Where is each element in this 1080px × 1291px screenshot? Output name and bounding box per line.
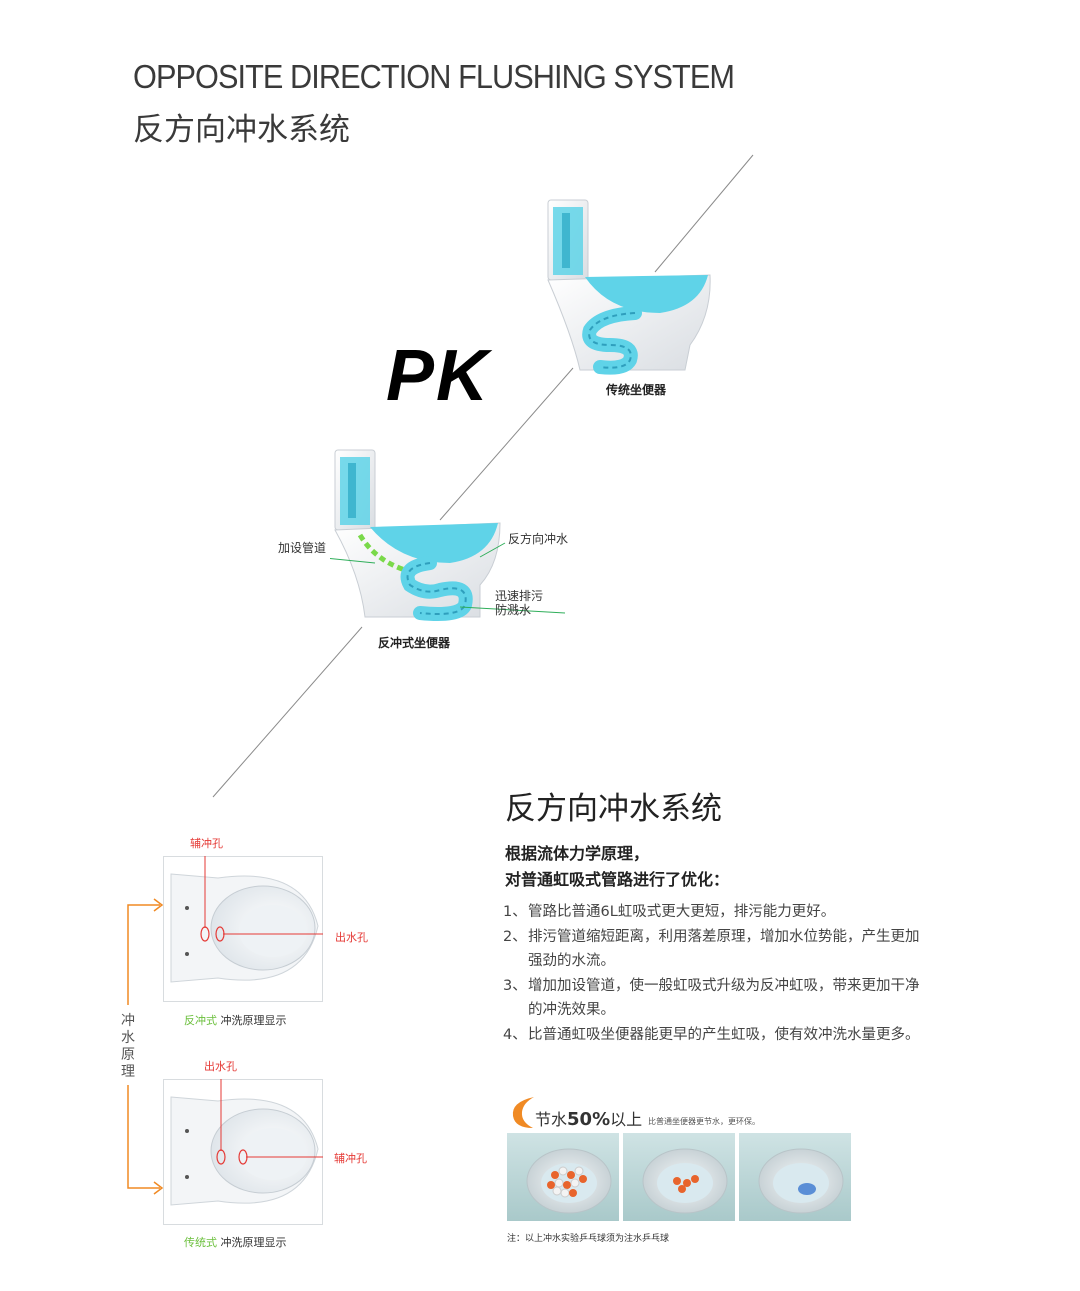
bottom-caption-type: 传统式 [184,1236,217,1249]
test-photo-2 [623,1133,735,1221]
feature-list: 1、管路比普通6L虹吸式更大更短，排污能力更好。 2、排污管道缩短距离，利用落差… [503,900,923,1047]
title-chinese: 反方向冲水系统 [133,112,350,148]
pk-label: PK [386,336,491,416]
label-added-pipe: 加设管道 [278,541,327,555]
top-label-aux-hole: 辅冲孔 [190,837,223,850]
list-item-text: 比普通虹吸坐便器能更早的产生虹吸，使有效冲洗水量更多。 [528,1026,920,1043]
list-item: 1、管路比普通6L虹吸式更大更短，排污能力更好。 [503,900,923,925]
top-panel-caption: 反冲式 冲洗原理显示 [184,1012,287,1028]
list-item: 3、增加加设管道，使一般虹吸式升级为反冲虹吸，带来更加干净的冲洗效果。 [503,974,923,1023]
label-anti-splash: 防溅水 [495,603,532,617]
savings-headline: 节水50%以上 [535,1106,642,1130]
list-item-text: 管路比普通6L虹吸式更大更短，排污能力更好。 [528,904,836,920]
list-item: 4、比普通虹吸坐便器能更早的产生虹吸，使有效冲洗水量更多。 [503,1023,923,1048]
savings-subtitle: 比普通坐便器更节水，更环保。 [648,1117,760,1126]
backflush-toilet-illustration [330,449,566,621]
traditional-top-view [163,1079,323,1225]
intro-line-1: 根据流体力学原理， [505,844,650,863]
savings-percent: 50% [567,1109,611,1130]
section-intro: 根据流体力学原理， 对普通虹吸式管路进行了优化： [505,841,729,893]
list-item-num: 1、 [503,904,527,920]
savings-prefix: 节水 [535,1110,568,1129]
flush-test-photos [507,1133,851,1221]
list-item-num: 3、 [503,977,527,994]
label-fast-drain: 迅速排污 [495,589,544,603]
list-item-num: 2、 [503,928,527,945]
water-drop-swoosh-icon [512,1097,534,1128]
bottom-caption-rest: 冲洗原理显示 [220,1236,287,1249]
list-item-text: 增加加设管道，使一般虹吸式升级为反冲虹吸，带来更加干净的冲洗效果。 [528,977,920,1019]
savings-suffix: 以上 [610,1110,643,1129]
traditional-caption: 传统坐便器 [606,383,667,397]
list-item-num: 4、 [503,1026,527,1043]
bottom-label-aux-hole: 辅冲孔 [334,1152,367,1165]
backflush-caption: 反冲式坐便器 [378,636,451,650]
section-title: 反方向冲水系统 [505,791,722,827]
test-photo-3 [739,1133,851,1221]
principle-vertical-label: 冲水原理 [121,1013,135,1080]
test-photo-1 [507,1133,619,1221]
bottom-panel-caption: 传统式 冲洗原理显示 [184,1234,287,1250]
list-item: 2、排污管道缩短距离，利用落差原理，增加水位势能，产生更加强劲的水流。 [503,925,923,974]
top-label-outlet-hole: 出水孔 [335,931,368,944]
title-english: OPPOSITE DIRECTION FLUSHING SYSTEM [133,58,735,95]
top-caption-type: 反冲式 [184,1014,217,1027]
label-reverse-flush: 反方向冲水 [508,532,569,546]
bottom-label-outlet-hole: 出水孔 [204,1060,237,1073]
principle-bracket [127,898,164,1195]
backflush-top-view [163,856,323,1002]
list-item-text: 排污管道缩短距离，利用落差原理，增加水位势能，产生更加强劲的水流。 [528,928,920,970]
test-note: 注：以上冲水实验乒乓球须为注水乒乓球 [507,1234,670,1244]
top-caption-rest: 冲洗原理显示 [220,1014,287,1027]
traditional-toilet-illustration [547,199,711,375]
intro-line-2: 对普通虹吸式管路进行了优化： [505,870,730,889]
